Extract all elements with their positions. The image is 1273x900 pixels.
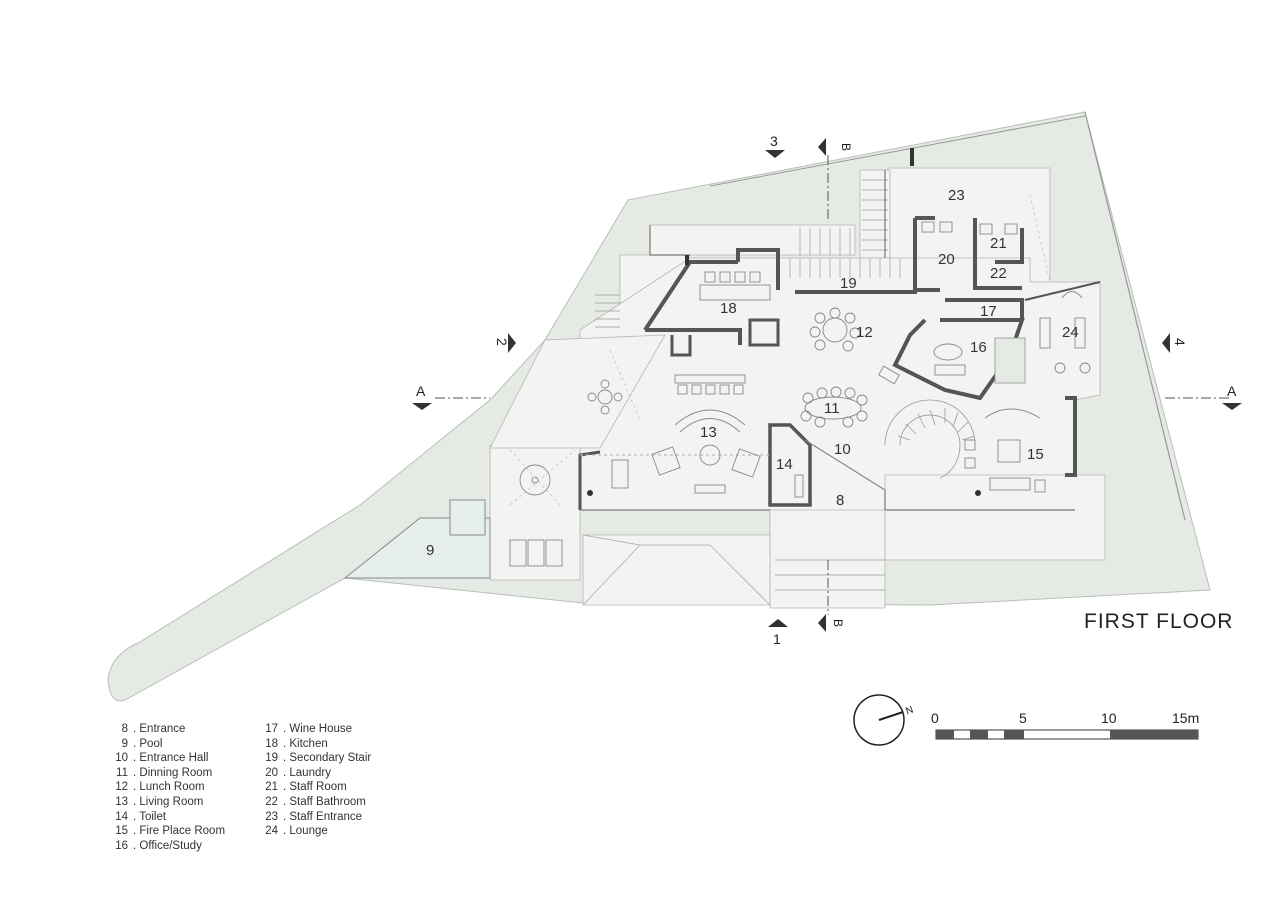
stair-steps (595, 179, 901, 591)
section-labels: 3 1 2 4 A A B B (416, 133, 1237, 647)
room-label-10: 10 (834, 441, 851, 458)
legend-item: 15. Fire Place Room (115, 825, 226, 838)
legend-item: 9. Pool (121, 737, 163, 750)
legend-item: 12. Lunch Room (115, 781, 205, 794)
room-label-14: 14 (776, 456, 793, 473)
scale-label-15m: 15m (1172, 710, 1199, 726)
south-deck (769, 509, 886, 609)
legend-item: 13. Living Room (115, 795, 204, 808)
room-label-16: 16 (970, 339, 987, 356)
north-arrow: N (853, 694, 915, 746)
marker-label-2: 2 (494, 338, 510, 346)
room-labels: 8 9 10 11 12 13 14 15 16 17 18 19 20 21 … (426, 187, 1079, 559)
legend-item: 16. Office/Study (115, 839, 202, 852)
legend-item: 11. Dinning Room (116, 766, 213, 779)
legend-item: 18. Kitchen (265, 737, 328, 750)
marker-arrow-a-right (1222, 403, 1242, 410)
room-label-21: 21 (990, 235, 1007, 252)
marker-label-a-right: A (1227, 383, 1237, 399)
thin-walls (580, 170, 1075, 511)
marker-label-1: 1 (773, 631, 781, 647)
marker-arrow-3 (765, 150, 785, 158)
west-ramp (489, 334, 666, 449)
scale-label-5: 5 (1019, 710, 1027, 726)
room-label-15: 15 (1027, 446, 1044, 463)
walls (578, 216, 1101, 510)
room-label-9: 9 (426, 542, 434, 559)
legend-column-1: 8. Entrance 9. Pool 10. Entrance Hall 11… (102, 722, 225, 853)
room-label-23: 23 (948, 187, 965, 204)
garage-roof (582, 534, 771, 606)
marker-arrow-1 (768, 619, 788, 627)
section-lines (435, 155, 1230, 615)
marker-label-4: 4 (1172, 338, 1188, 346)
marker-label-a-left: A (416, 383, 426, 399)
north-circle (853, 694, 905, 746)
legend-column-2: 17. Wine House 18. Kitchen 19. Secondary… (252, 722, 371, 839)
pool-spa (449, 499, 486, 536)
room-label-11: 11 (824, 400, 840, 417)
marker-arrow-b-bottom (818, 614, 826, 632)
east-deck (884, 474, 1106, 561)
north-needle (878, 711, 904, 721)
dashed-lines (509, 194, 1051, 506)
spiral-stair (884, 399, 976, 479)
garage-roof-lines (582, 534, 771, 606)
marker-arrow-2 (508, 333, 516, 353)
room-label-12: 12 (856, 324, 873, 341)
marker-label-3: 3 (770, 133, 778, 149)
legend-item: 17. Wine House (265, 723, 353, 735)
section-markers (412, 138, 1242, 632)
scale-label-0: 0 (931, 710, 939, 726)
marker-arrow-4 (1162, 333, 1170, 353)
scale-bar: 0 5 10 15m (931, 710, 1199, 740)
legend-item: 23. Staff Entrance (265, 810, 363, 823)
north-label: N (904, 705, 915, 718)
site-boundary-line (1084, 111, 1186, 521)
room-label-24: 24 (1062, 324, 1079, 341)
room-label-20: 20 (938, 251, 955, 268)
room-label-13: 13 (700, 424, 717, 441)
room-label-17: 17 (980, 303, 997, 320)
legend-item: 20. Laundry (265, 766, 331, 779)
legend-item: 14. Toilet (115, 810, 167, 823)
scale-label-10: 10 (1101, 710, 1117, 726)
site-boundary-line-top (709, 115, 1086, 187)
legend-item: 22. Staff Bathroom (265, 795, 366, 808)
room-label-8: 8 (836, 492, 844, 509)
marker-label-b-top: B (839, 143, 853, 151)
room-label-22: 22 (990, 265, 1007, 282)
room-label-19: 19 (840, 275, 857, 292)
legend-item: 21. Staff Room (265, 781, 347, 794)
floor-title: FIRST FLOOR (1084, 610, 1234, 633)
marker-arrow-a-left (412, 403, 432, 410)
legend-item: 10. Entrance Hall (115, 752, 209, 765)
legend-item: 24. Lounge (265, 825, 328, 838)
legend-item: 8. Entrance (121, 723, 186, 735)
furniture (509, 221, 1091, 567)
legend-item: 19. Secondary Stair (265, 752, 372, 765)
marker-arrow-b-top (818, 138, 826, 156)
room-label-18: 18 (720, 300, 737, 317)
marker-label-b-bottom: B (831, 619, 845, 627)
